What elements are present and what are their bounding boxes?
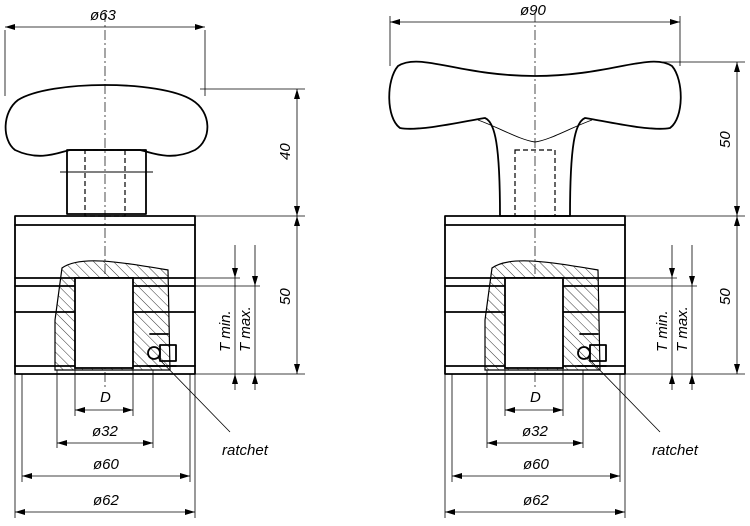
right-dim-d62: ø62 bbox=[523, 492, 550, 509]
left-dim-knob-diameter: ø63 bbox=[90, 7, 117, 24]
left-dim-d60: ø60 bbox=[93, 456, 120, 473]
right-bore bbox=[504, 277, 564, 369]
left-dim-body-height: 50 bbox=[277, 288, 294, 305]
right-body bbox=[444, 215, 626, 375]
right-hidden-screw bbox=[514, 149, 556, 217]
left-dim-d62: ø62 bbox=[93, 492, 120, 509]
left-dim-d32: ø32 bbox=[92, 423, 119, 440]
right-dim-handle-height: 50 bbox=[717, 131, 734, 148]
right-dim-body-height: 50 bbox=[717, 288, 734, 305]
left-view: ø63 40 50 T min. T max. D bbox=[4, 7, 305, 518]
left-dim-t-min: T min. bbox=[217, 310, 234, 352]
right-dim-d60: ø60 bbox=[523, 456, 550, 473]
right-dim-handle-diameter: ø90 bbox=[520, 2, 547, 19]
left-knob-head bbox=[4, 84, 209, 157]
right-dim-thread: D bbox=[530, 389, 541, 406]
left-hidden-screw bbox=[84, 149, 126, 217]
left-bore bbox=[74, 277, 134, 369]
right-view: ø90 50 50 T min. T max. D bbox=[388, 2, 745, 518]
right-dim-t-min: T min. bbox=[654, 310, 671, 352]
left-knob-neck bbox=[66, 149, 147, 215]
right-t-handle bbox=[388, 60, 682, 217]
left-dim-t-max: T max. bbox=[237, 306, 254, 352]
left-dim-knob-height: 40 bbox=[277, 143, 294, 160]
right-dim-t-max: T max. bbox=[674, 306, 691, 352]
right-ratchet-label: ratchet bbox=[652, 442, 699, 459]
left-dim-thread: D bbox=[100, 389, 111, 406]
right-dim-d32: ø32 bbox=[522, 423, 549, 440]
left-ratchet-label: ratchet bbox=[222, 442, 269, 459]
left-body bbox=[14, 215, 196, 375]
